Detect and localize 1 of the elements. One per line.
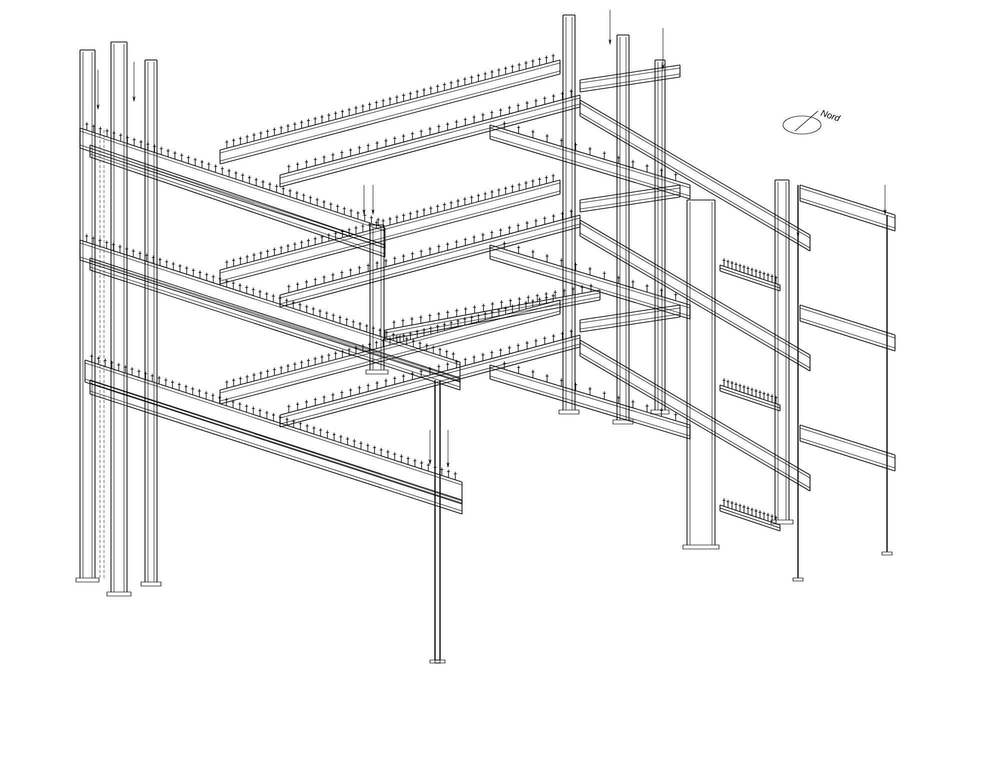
- north-label: Nord: [820, 110, 841, 122]
